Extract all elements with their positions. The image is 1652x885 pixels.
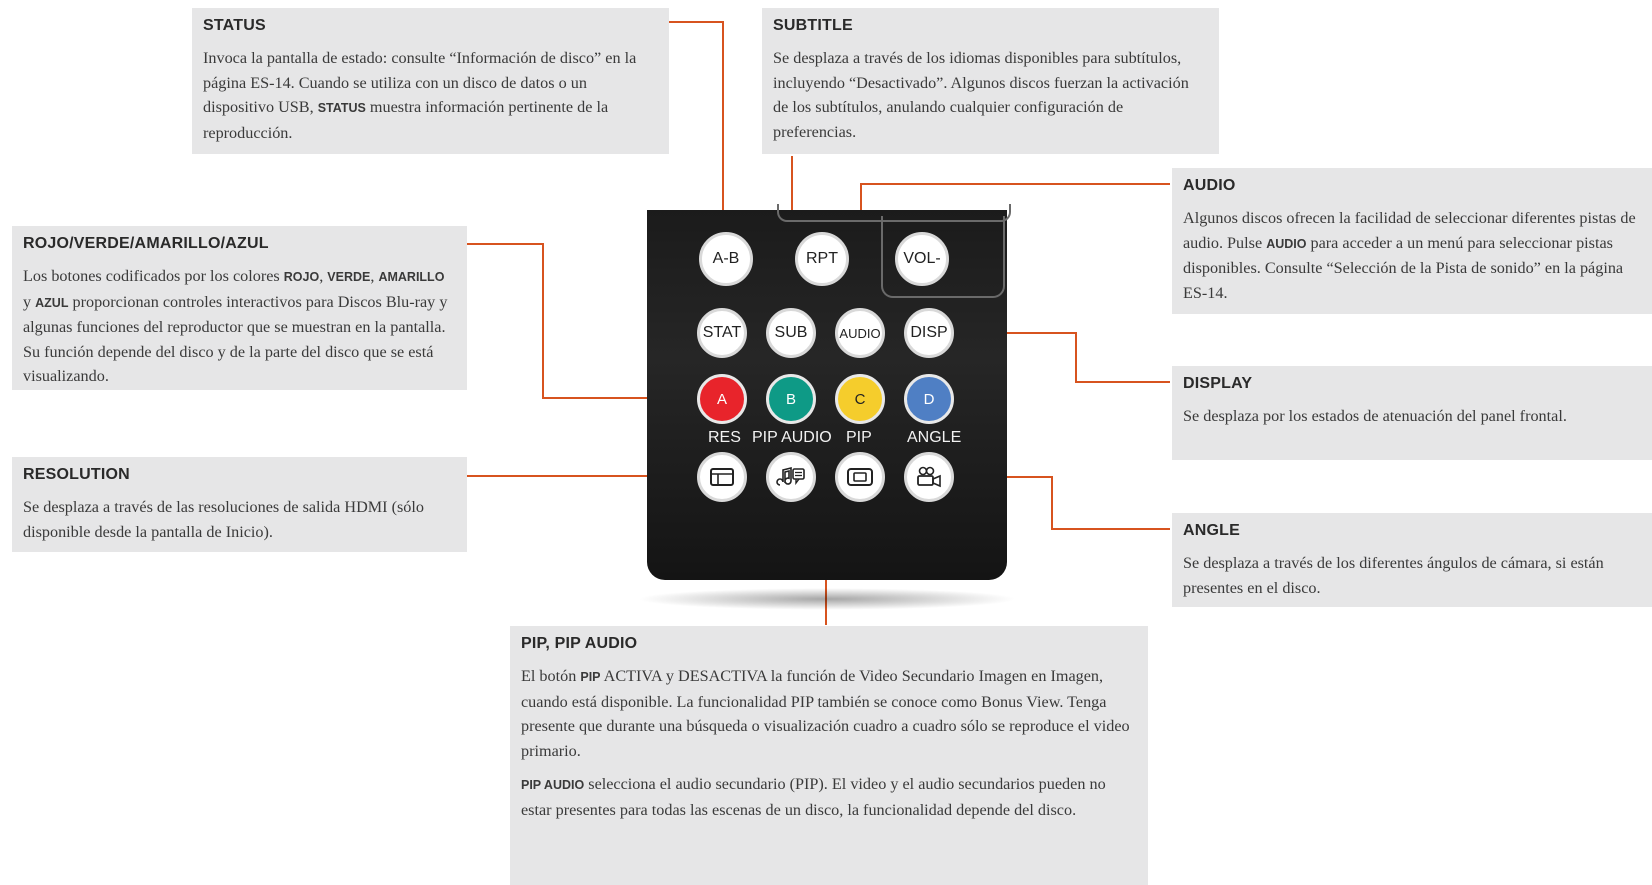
resolution-screen-icon bbox=[710, 468, 734, 486]
colors-description: Los botones codificados por los colores … bbox=[23, 267, 448, 385]
status-connector bbox=[669, 21, 724, 300]
stat-button[interactable]: STAT bbox=[697, 308, 747, 358]
blue-d-button[interactable]: D bbox=[904, 374, 954, 424]
disp-button[interactable]: DISP bbox=[904, 308, 954, 358]
colors-connector bbox=[467, 243, 726, 399]
angle-callout: ANGLE Se desplaza a través de los difere… bbox=[1172, 513, 1652, 607]
pip-title: PIP, PIP AUDIO bbox=[521, 635, 638, 652]
sub-button[interactable]: SUB bbox=[766, 308, 816, 358]
pip-window-icon bbox=[847, 468, 873, 486]
display-title: DISPLAY bbox=[1183, 375, 1253, 392]
resolution-title: RESOLUTION bbox=[23, 466, 130, 483]
rpt-button[interactable]: RPT bbox=[795, 232, 849, 286]
remote-control: A-B RPT VOL- STAT SUB AUDIO DISP A B C D… bbox=[637, 204, 1017, 610]
music-note-subtitle-icon bbox=[776, 466, 805, 486]
display-connector bbox=[950, 332, 1170, 383]
resolution-callout: RESOLUTION Se desplaza a través de las r… bbox=[12, 457, 467, 552]
red-a-button[interactable]: A bbox=[697, 374, 747, 424]
pip-audio-button[interactable] bbox=[766, 452, 816, 502]
res-label: RES bbox=[708, 429, 741, 446]
audio-callout: AUDIO Algunos discos ofrecen la facilida… bbox=[1172, 168, 1652, 314]
angle-connector bbox=[962, 476, 1170, 530]
angle-label: ANGLE bbox=[907, 429, 962, 446]
volume-frame bbox=[881, 216, 1005, 298]
resolution-description: Se desplaza a través de las resoluciones… bbox=[23, 498, 424, 541]
subtitle-description: Se desplaza a través de los idiomas disp… bbox=[773, 49, 1189, 141]
green-b-button[interactable]: B bbox=[766, 374, 816, 424]
resolution-button[interactable] bbox=[697, 452, 747, 502]
status-title: STATUS bbox=[203, 17, 266, 34]
status-callout: STATUS Invoca la pantalla de estado: con… bbox=[192, 8, 669, 154]
colors-callout: ROJO/VERDE/AMARILLO/AZUL Los botones cod… bbox=[12, 226, 467, 390]
angle-title: ANGLE bbox=[1183, 522, 1240, 539]
subtitle-title: SUBTITLE bbox=[773, 17, 853, 34]
yellow-c-button[interactable]: C bbox=[835, 374, 885, 424]
angle-description: Se desplaza a través de los diferentes á… bbox=[1183, 554, 1604, 597]
remote-top-frame bbox=[777, 204, 1011, 222]
ab-button[interactable]: A-B bbox=[699, 232, 753, 286]
subtitle-callout: SUBTITLE Se desplaza a través de los idi… bbox=[762, 8, 1219, 154]
camera-angle-icon bbox=[917, 466, 941, 488]
remote-shadow bbox=[637, 588, 1017, 610]
display-description: Se desplaza por los estados de atenuació… bbox=[1183, 407, 1567, 425]
display-callout: DISPLAY Se desplaza por los estados de a… bbox=[1172, 366, 1652, 460]
audio-description: Algunos discos ofrecen la facilidad de s… bbox=[1183, 209, 1636, 302]
pip-button[interactable] bbox=[835, 452, 885, 502]
pip-description-1: El botón PIP ACTIVA y DESACTIVA la funci… bbox=[521, 667, 1130, 760]
audio-title: AUDIO bbox=[1183, 177, 1236, 194]
pip-callout: PIP, PIP AUDIO El botón PIP ACTIVA y DES… bbox=[510, 626, 1148, 885]
pip-label: PIP bbox=[846, 429, 872, 446]
audio-button[interactable]: AUDIO bbox=[835, 308, 885, 358]
vol-down-button[interactable]: VOL- bbox=[895, 232, 949, 286]
angle-button[interactable] bbox=[904, 452, 954, 502]
pip-audio-label: PIP AUDIO bbox=[752, 429, 832, 446]
pip-description-2: PIP AUDIO selecciona el audio secundario… bbox=[521, 775, 1106, 819]
status-description: Invoca la pantalla de estado: consulte “… bbox=[203, 49, 637, 142]
colors-title: ROJO/VERDE/AMARILLO/AZUL bbox=[23, 235, 269, 252]
